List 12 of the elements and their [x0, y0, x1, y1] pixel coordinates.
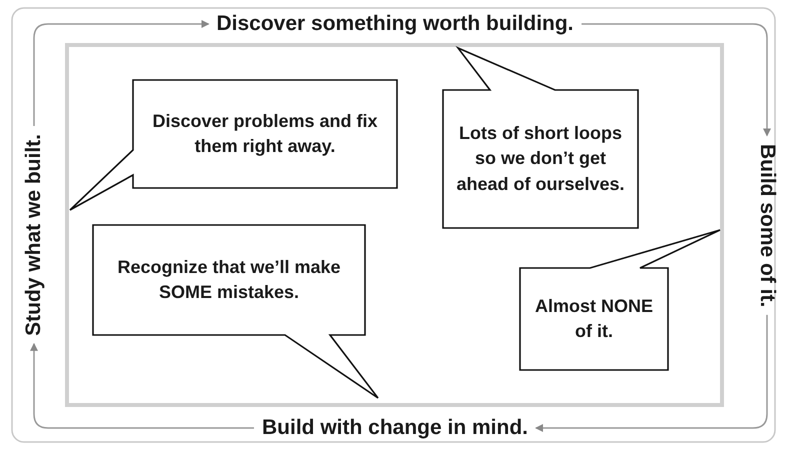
cycle-step-label: Discover something worth building.: [216, 12, 574, 36]
cycle-step-label: Study what we built.: [22, 134, 46, 336]
cycle-arrow: [582, 23, 771, 136]
callout-text: Lots of short loops so we don’t get ahead of ourselves.: [455, 122, 626, 196]
callout-text: Recognize that we’ll make SOME mistakes.: [116, 256, 342, 304]
cycle-arrow: [30, 342, 254, 429]
callout-text: Discover problems and fix them right away.: [151, 110, 379, 158]
cycle-arrow: [535, 314, 768, 432]
cycle-step-label: Build some of it.: [755, 144, 779, 307]
cycle-step-label: Build with change in mind.: [262, 416, 528, 440]
callout-text: Almost NONE of it.: [534, 294, 654, 343]
cycle-arrow: [33, 20, 210, 126]
